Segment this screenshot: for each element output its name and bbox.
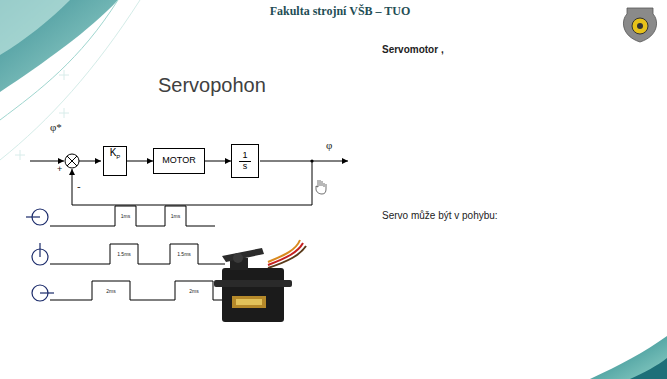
- hand-icon: [316, 180, 326, 194]
- pulse-width: 1ms: [171, 214, 180, 220]
- faculty-logo: [623, 8, 656, 42]
- decor-line: [0, 0, 140, 160]
- signal-arrow: [127, 161, 153, 162]
- body-text: Servo může být v pohybu:: [382, 210, 498, 221]
- integrator-block: 1s: [231, 144, 259, 178]
- corner-swoosh: [0, 0, 70, 55]
- slide-heading: Servomotor ,: [382, 44, 444, 55]
- pulse-width: 2ms: [106, 289, 115, 295]
- pulse-width: 1ms: [121, 214, 130, 220]
- sign-mark: -: [77, 180, 81, 192]
- block-text: 1: [239, 151, 250, 162]
- signal-name: φ*: [50, 121, 62, 133]
- junction-dot: [310, 159, 313, 162]
- signal-name: φ: [326, 139, 332, 151]
- gain-block: KP: [103, 146, 127, 176]
- sign-mark: +: [57, 165, 62, 175]
- block-text: K: [110, 147, 117, 158]
- corner-swoosh: [590, 336, 667, 379]
- servo-photo: [214, 240, 306, 322]
- pwm-waveform: [50, 206, 230, 300]
- position-symbol: [26, 209, 54, 301]
- pulse-width: 1.5ms: [177, 252, 191, 258]
- signal-arrow: [205, 161, 231, 162]
- decor-line: [0, 0, 118, 120]
- motor-block: MOTOR: [153, 148, 205, 174]
- signal-wire: [30, 154, 348, 205]
- slide-title: Servopohon: [158, 74, 266, 96]
- block-text: P: [116, 154, 120, 161]
- header-text: Fakulta strojní VŠB – TUO: [270, 5, 411, 18]
- corner-swoosh: [630, 358, 667, 379]
- block-text: s: [240, 162, 251, 172]
- pulse-width: 2ms: [189, 289, 198, 295]
- decor-plus: [15, 70, 69, 160]
- pulse-width: 1.5ms: [117, 252, 131, 258]
- block-text: MOTOR: [162, 156, 195, 166]
- corner-swoosh: [0, 0, 118, 92]
